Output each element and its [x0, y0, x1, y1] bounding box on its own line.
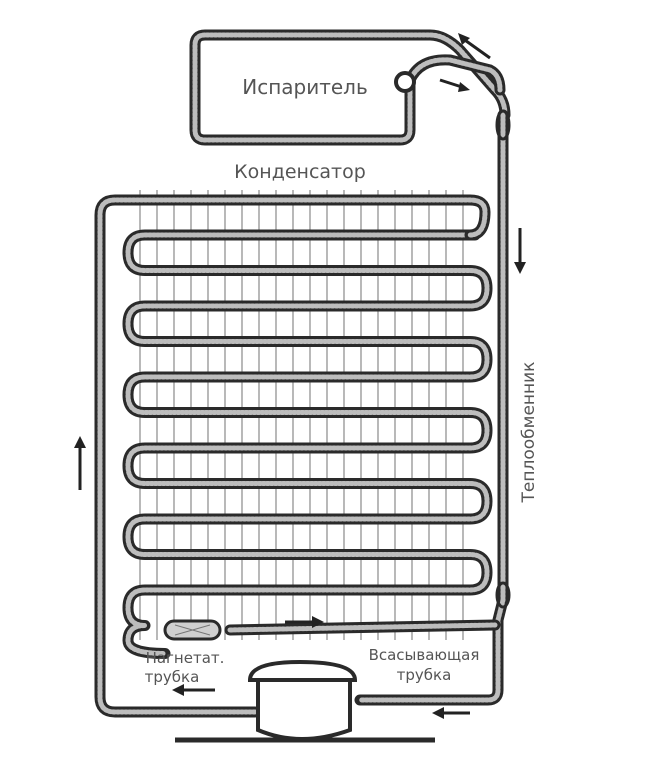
arrow-evaporator-inner [439, 78, 470, 92]
heat-exchanger-joint-top [495, 109, 511, 141]
heat-exchanger-joint-bottom [495, 581, 511, 609]
evaporator [189, 29, 511, 146]
evaporator-coupling [394, 71, 416, 93]
suction-line-label-1: Всасывающая [369, 646, 480, 664]
condenser-coil [122, 229, 493, 659]
filter-drier [163, 619, 501, 641]
compressor [175, 659, 435, 743]
heat-exchanger-pipe [354, 109, 511, 706]
arrow-evaporator-top [458, 33, 491, 60]
arrow-left-up [74, 436, 86, 490]
arrow-suction-left [432, 707, 470, 719]
discharge-line-label-1: Нагнетат. [146, 649, 225, 667]
flow-arrows [74, 33, 526, 719]
arrow-discharge-left [172, 684, 215, 696]
heat-exchanger-label: Теплообменник [519, 362, 539, 504]
discharge-line-pipe [94, 194, 491, 718]
evaporator-label: Испаритель [242, 75, 368, 99]
condenser-label: Конденсатор [234, 161, 366, 183]
suction-line-label-2: трубка [397, 666, 452, 684]
discharge-line-label-2: трубка [145, 668, 200, 686]
arrow-condenser-bottom [285, 616, 324, 628]
arrow-heat-exchanger-down [514, 228, 526, 274]
